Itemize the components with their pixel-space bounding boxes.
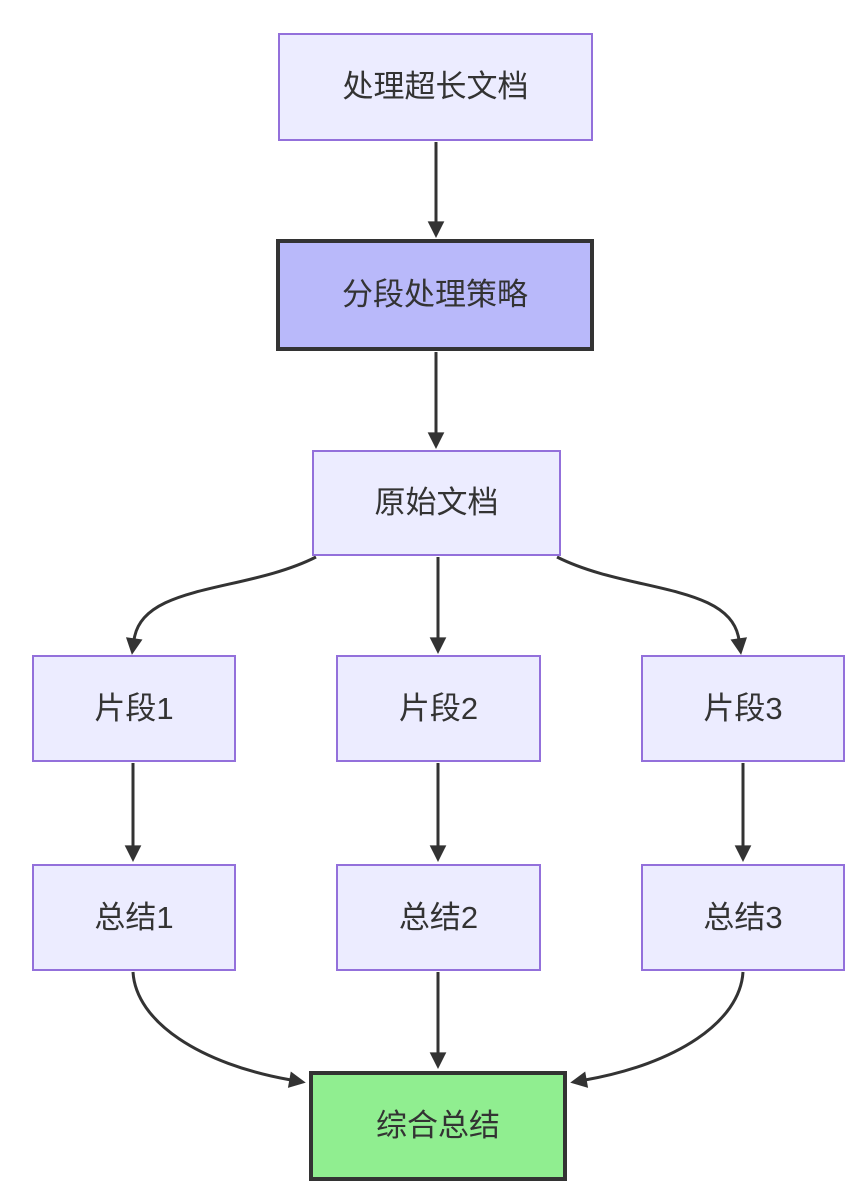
edge-original-to-fragment-3	[556, 555, 748, 655]
node-label: 总结1	[94, 899, 174, 935]
node-label: 原始文档	[374, 485, 499, 521]
node-summary-2: 总结2	[336, 864, 541, 971]
node-label: 总结3	[703, 899, 783, 935]
node-original-doc: 原始文档	[312, 450, 561, 556]
node-label: 片段3	[703, 690, 783, 726]
node-label: 片段1	[94, 690, 174, 726]
node-process-long-doc: 处理超长文档	[278, 33, 593, 141]
node-summary-3: 总结3	[641, 864, 845, 971]
node-final-summary: 综合总结	[309, 1071, 567, 1181]
node-segment-strategy: 分段处理策略	[276, 239, 594, 351]
node-fragment-3: 片段3	[641, 655, 845, 762]
node-fragment-1: 片段1	[32, 655, 236, 762]
node-label: 综合总结	[376, 1108, 500, 1144]
edge-summary-1-to-final	[131, 971, 306, 1088]
node-label: 片段2	[398, 690, 479, 726]
node-label: 处理超长文档	[342, 69, 529, 105]
edge-original-to-fragment-1	[125, 555, 317, 655]
node-summary-1: 总结1	[32, 864, 236, 971]
node-label: 总结2	[398, 899, 479, 935]
edge-summary-3-to-final	[570, 971, 745, 1088]
node-label: 分段处理策略	[342, 277, 528, 313]
node-fragment-2: 片段2	[336, 655, 541, 762]
